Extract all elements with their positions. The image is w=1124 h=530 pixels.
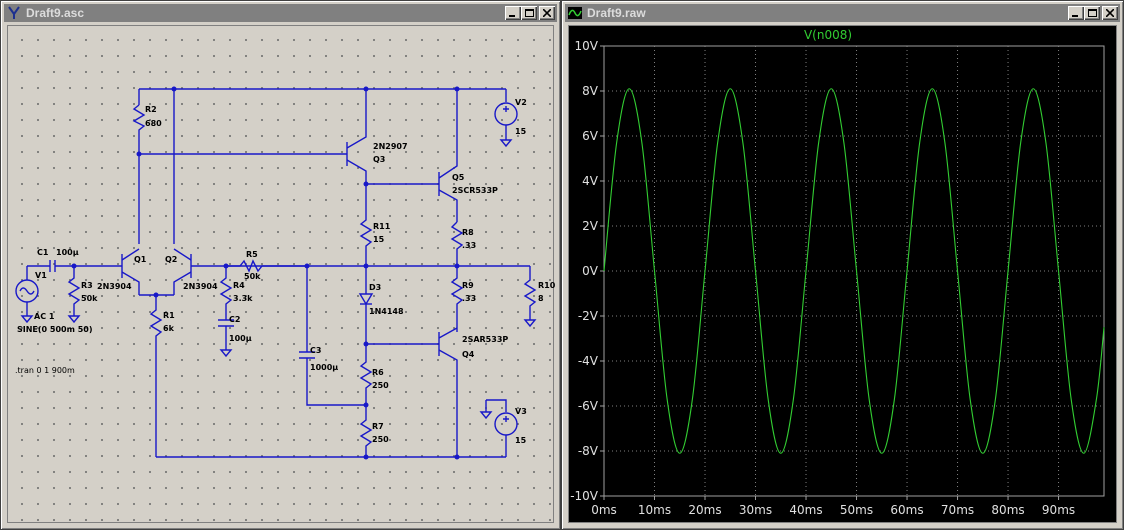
y-tick-label: -6V: [578, 399, 599, 413]
x-tick-label: 60ms: [890, 503, 923, 517]
x-tick-label: 80ms: [991, 503, 1024, 517]
maximize-icon: [524, 8, 534, 17]
maximize-button[interactable]: [521, 6, 537, 20]
x-tick-label: 10ms: [638, 503, 671, 517]
x-tick-label: 50ms: [840, 503, 873, 517]
minimize-button[interactable]: [505, 6, 521, 20]
close-button[interactable]: [1102, 6, 1118, 20]
y-tick-label: 8V: [582, 84, 599, 98]
r6-value: 250: [372, 381, 389, 390]
q1-label: Q1: [134, 255, 147, 264]
y-tick-label: -4V: [578, 354, 599, 368]
plot-title-bar[interactable]: Draft9.raw: [565, 4, 1120, 22]
r2-label: R2: [145, 105, 157, 114]
r2-value: 680: [145, 119, 162, 128]
r9-label: R9: [462, 281, 474, 290]
r10-value: 8: [538, 294, 544, 303]
c2-value: 100µ: [229, 334, 252, 343]
series-line: [603, 88, 1105, 454]
y-tick-label: -8V: [578, 444, 599, 458]
plot-window[interactable]: Draft9.raw V(n008) 10V 8V 6V 4V 2V 0V -2V -4V -6…: [561, 0, 1124, 530]
v2-value: 15: [515, 127, 527, 136]
r3-label: R3: [81, 281, 93, 290]
waveform-pane[interactable]: V(n008) 10V 8V 6V 4V 2V 0V -2V -4V -6V -8V -10V 0m…: [568, 25, 1117, 523]
c1-label: C1: [37, 248, 49, 257]
v1-source: SINE(0 500m 50): [17, 325, 93, 334]
q3-label: Q3: [373, 155, 385, 164]
close-button[interactable]: [539, 6, 555, 20]
r3-value: 50k: [81, 294, 98, 303]
y-tick-label: -10V: [570, 489, 599, 503]
y-tick-label: -2V: [578, 309, 599, 323]
maximize-icon: [1087, 8, 1097, 17]
c3-label: C3: [310, 346, 321, 355]
r9-value: .33: [462, 294, 476, 303]
plot-window-title: Draft9.raw: [587, 6, 646, 20]
d3-label: D3: [369, 283, 381, 292]
x-tick-label: 70ms: [941, 503, 974, 517]
x-tick-label: 90ms: [1042, 503, 1075, 517]
y-tick-label: 0V: [582, 264, 599, 278]
d3-model: 1N4148: [369, 307, 404, 316]
r8-label: R8: [462, 228, 474, 237]
q2-model: 2N3904: [183, 282, 218, 291]
y-tick-label: 6V: [582, 129, 599, 143]
schematic-drawing[interactable]: R2 680 V2 15 2N2907 Q3 Q5 2SCR533P R8 .3…: [8, 26, 555, 526]
r10-label: R10: [538, 281, 555, 290]
ltspice-schematic-icon: [8, 6, 20, 19]
c3-value: 1000µ: [310, 363, 338, 372]
minimize-icon: [509, 15, 515, 17]
x-tick-label: 0ms: [591, 503, 617, 517]
q4-label: Q4: [462, 350, 475, 359]
waveform-viewer-icon: [568, 7, 582, 19]
q5-label: Q5: [452, 173, 465, 182]
r11-label: R11: [373, 222, 391, 231]
r11-value: 15: [373, 235, 385, 244]
y-tick-label: 4V: [582, 174, 599, 188]
r7-value: 250: [372, 435, 389, 444]
q2-label: Q2: [165, 255, 177, 264]
y-tick-label: 10V: [575, 39, 599, 53]
r8-value: .33: [462, 241, 476, 250]
r5-label: R5: [246, 250, 258, 259]
y-tick-label: 2V: [582, 219, 599, 233]
q5-model: 2SCR533P: [452, 186, 498, 195]
minimize-icon: [1072, 15, 1078, 17]
r7-label: R7: [372, 422, 384, 431]
x-tick-label: 30ms: [739, 503, 772, 517]
maximize-button[interactable]: [1084, 6, 1100, 20]
schematic-window-title: Draft9.asc: [26, 6, 85, 20]
r1-value: 6k: [163, 324, 175, 333]
v2-label: V2: [515, 98, 527, 107]
c2-label: C2: [229, 315, 240, 324]
q3-model: 2N2907: [373, 142, 408, 151]
q1-model: 2N3904: [97, 282, 132, 291]
schematic-canvas[interactable]: R2 680 V2 15 2N2907 Q3 Q5 2SCR533P R8 .3…: [7, 25, 555, 526]
v3-label: V3: [515, 407, 527, 416]
r4-label: R4: [233, 281, 245, 290]
x-tick-label: 40ms: [789, 503, 822, 517]
q4-model: 2SAR533P: [462, 335, 508, 344]
c1-value: 100µ: [56, 248, 79, 257]
v1-label: V1: [35, 271, 47, 280]
schematic-title-bar[interactable]: Draft9.asc: [4, 4, 557, 22]
x-tick-label: 20ms: [688, 503, 721, 517]
r5-value: 50k: [244, 272, 261, 281]
v3-value: 15: [515, 436, 527, 445]
close-icon: [1106, 9, 1114, 17]
waveform-plot[interactable]: V(n008) 10V 8V 6V 4V 2V 0V -2V -4V -6V -8V -10V 0m…: [569, 26, 1118, 526]
r4-value: 3.3k: [233, 294, 253, 303]
minimize-button[interactable]: [1068, 6, 1084, 20]
r1-label: R1: [163, 311, 175, 320]
r6-label: R6: [372, 368, 384, 377]
close-icon: [543, 9, 551, 17]
trace-label[interactable]: V(n008): [804, 28, 852, 42]
schematic-window[interactable]: Draft9.asc: [0, 0, 561, 530]
v1-ac: AC 1: [34, 312, 55, 321]
spice-directive[interactable]: .tran 0 1 900m: [15, 366, 75, 375]
